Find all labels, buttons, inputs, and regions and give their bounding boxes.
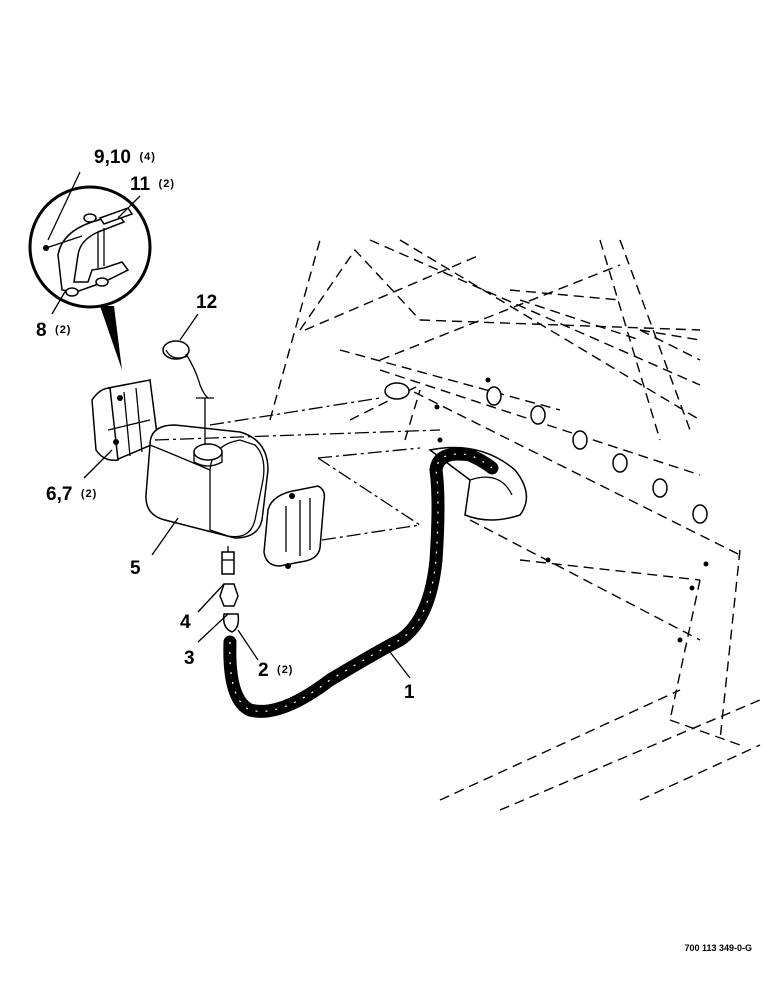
callout-6-7: 6,7 (2) — [46, 484, 97, 505]
machine-frame — [269, 239, 761, 811]
callout-1: 1 — [404, 682, 415, 703]
callout-2: 2 (2) — [258, 660, 293, 681]
alignment-lines — [154, 397, 441, 541]
leader-lines — [47, 171, 411, 679]
callout-5: 5 — [130, 558, 141, 579]
right-bracket — [263, 485, 326, 569]
callout-8: 8 (2) — [36, 320, 71, 341]
callout-3: 3 — [184, 648, 195, 669]
callout-12: 12 — [196, 292, 217, 313]
detail-pointer — [100, 306, 122, 370]
frame-grommet — [384, 382, 410, 400]
frame-bolts — [434, 377, 709, 643]
document-number: 700 113 349-0-G — [684, 943, 752, 953]
callout-9-10: 9,10 (4) — [94, 147, 156, 168]
callout-11: 11 (2) — [130, 174, 175, 195]
filler-cap — [162, 340, 214, 445]
left-bracket — [91, 379, 159, 462]
reservoir-tank — [145, 424, 269, 539]
callout-4: 4 — [180, 612, 191, 633]
fittings — [219, 546, 240, 633]
detail-circle — [28, 185, 152, 309]
